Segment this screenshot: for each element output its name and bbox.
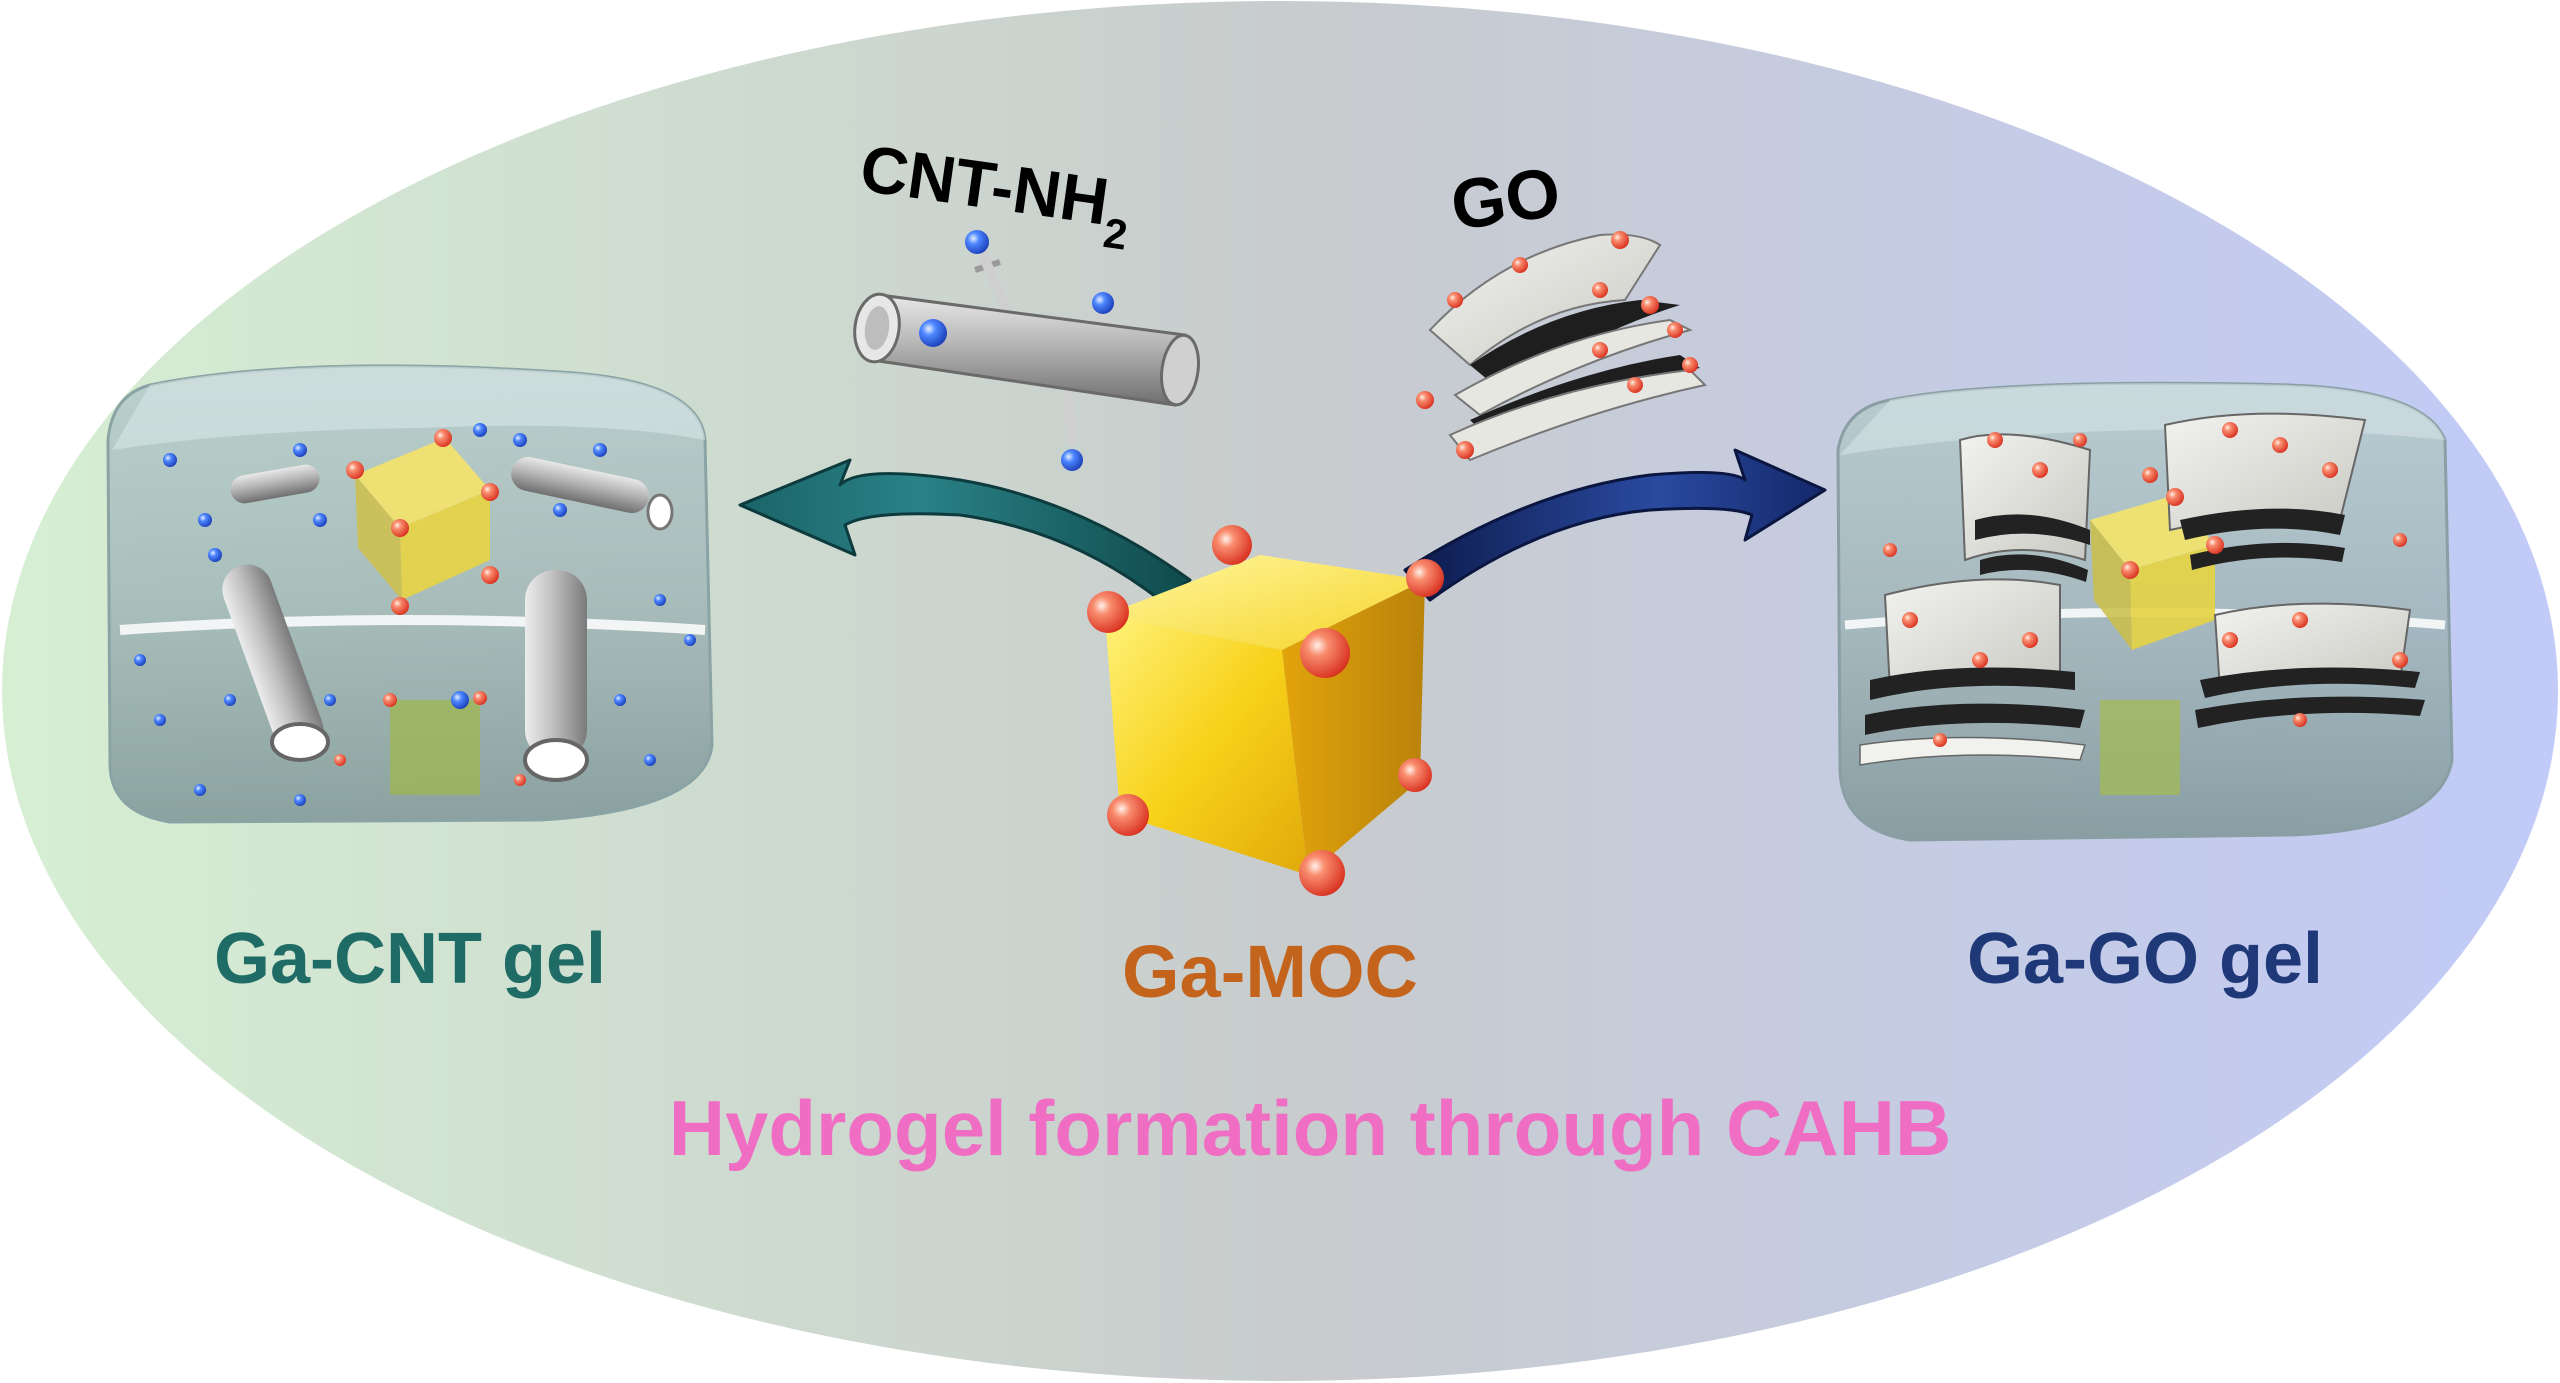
ga-moc-cube-icon — [1087, 525, 1444, 896]
go-sheet-stack-bottom-left — [1859, 578, 2087, 766]
caption-label: Hydrogel formation through CAHB — [669, 1084, 1952, 1172]
go-label: GO — [1446, 152, 1565, 244]
graphene-oxide-sheets-icon — [1416, 231, 1708, 462]
go-sheet-stack-top-right — [2163, 412, 2367, 570]
cnt-hydrogel-block-icon — [106, 364, 714, 824]
go-sheet-stack-bottom-right — [2195, 602, 2425, 728]
arrow-to-go-gel — [1403, 448, 1827, 602]
go-hydrogel-block-icon — [1836, 381, 2454, 842]
amine-nanotube-icon — [853, 230, 1200, 471]
ga-go-gel-label: Ga-GO gel — [1967, 919, 2323, 999]
go-sheet-stack-top-left — [1958, 433, 2092, 582]
ga-cnt-gel-label: Ga-CNT gel — [214, 919, 606, 999]
ga-moc-label: Ga-MOC — [1122, 930, 1418, 1013]
arrow-to-cnt-gel — [738, 458, 1192, 602]
